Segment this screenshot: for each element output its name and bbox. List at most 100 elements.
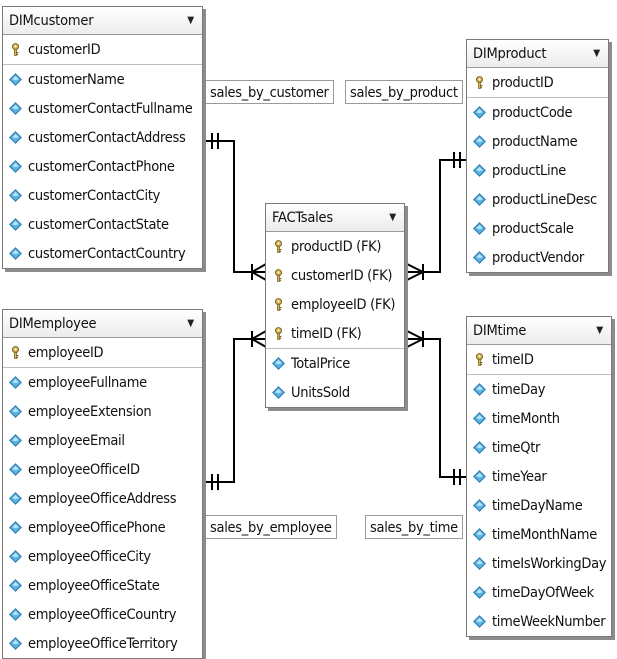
field-row-employeeofficeterritory[interactable]: employeeOfficeTerritory xyxy=(3,629,202,658)
field-row-employeeofficeid[interactable]: employeeOfficeID xyxy=(3,455,202,484)
key-icon xyxy=(272,327,285,340)
field-row-timeisworkingday[interactable]: timeIsWorkingDay xyxy=(467,549,611,578)
field-row-productid[interactable]: productID xyxy=(467,68,608,97)
field-row-productlinedesc[interactable]: productLineDesc xyxy=(467,185,608,214)
field-row-productname[interactable]: productName xyxy=(467,127,608,156)
column-diamond-icon xyxy=(9,131,22,144)
column-diamond-icon xyxy=(473,106,486,119)
field-name: timeDayOfWeek xyxy=(492,584,594,601)
field-row-employeeid[interactable]: employeeID xyxy=(3,338,202,367)
field-name: employeeID xyxy=(28,344,104,361)
field-row-customerid[interactable]: customerID xyxy=(3,35,202,64)
field-row-timeday[interactable]: timeDay xyxy=(467,374,611,404)
field-row-customercontactfullname[interactable]: customerContactFullname xyxy=(3,94,202,123)
table-header[interactable]: FACTsales▼ xyxy=(266,204,404,232)
field-name: productName xyxy=(492,133,578,150)
field-row-timeweeknumber[interactable]: timeWeekNumber xyxy=(467,607,611,636)
field-name: employeeOfficeCountry xyxy=(28,606,177,623)
table-header[interactable]: DIMemployee ▼ xyxy=(3,310,202,338)
field-row-customercontactaddress[interactable]: customerContactAddress xyxy=(3,123,202,152)
field-row-productscale[interactable]: productScale xyxy=(467,214,608,243)
table-header[interactable]: DIMcustomer▼ xyxy=(3,7,202,35)
field-row-employeeofficeaddress[interactable]: employeeOfficeAddress xyxy=(3,484,202,513)
field-name: employeeOfficeState xyxy=(28,577,160,594)
field-row-productid-fk[interactable]: productID (FK) xyxy=(266,232,404,261)
table-header[interactable]: DIMproduct▼ xyxy=(467,40,608,68)
chevron-down-icon[interactable]: ▼ xyxy=(389,212,396,223)
relationship-label-sales-by-product[interactable]: sales_by_product xyxy=(345,80,463,104)
column-diamond-icon xyxy=(473,528,486,541)
field-row-employeeofficestate[interactable]: employeeOfficeState xyxy=(3,571,202,600)
field-row-employeefullname[interactable]: employeeFullname xyxy=(3,367,202,397)
column-diamond-icon xyxy=(473,193,486,206)
table-title: DIMemployee xyxy=(9,315,97,332)
field-row-customercontactstate[interactable]: customerContactState xyxy=(3,210,202,239)
column-diamond-icon xyxy=(9,189,22,202)
chevron-down-icon[interactable]: ▼ xyxy=(596,325,603,336)
table-header[interactable]: DIMtime▼ xyxy=(467,317,611,345)
field-name: timeQtr xyxy=(492,439,541,456)
field-row-employeeofficecity[interactable]: employeeOfficeCity xyxy=(3,542,202,571)
chevron-down-icon[interactable]: ▼ xyxy=(593,48,600,59)
field-name: TotalPrice xyxy=(291,355,351,372)
field-name: productID (FK) xyxy=(291,238,382,255)
field-row-employeeemail[interactable]: employeeEmail xyxy=(3,426,202,455)
field-name: customerContactPhone xyxy=(28,158,175,175)
column-diamond-icon xyxy=(9,434,22,447)
field-row-customerid-fk[interactable]: customerID (FK) xyxy=(266,261,404,290)
column-diamond-icon xyxy=(9,218,22,231)
field-row-employeeid-fk[interactable]: employeeID (FK) xyxy=(266,290,404,319)
relationship-line-customer xyxy=(203,133,267,281)
table-dimemployee[interactable]: DIMemployee ▼ employeeID employeeFullname em… xyxy=(2,309,203,659)
key-icon xyxy=(473,353,486,366)
field-row-productvendor[interactable]: productVendor xyxy=(467,243,608,272)
field-row-totalprice[interactable]: TotalPrice xyxy=(266,348,404,378)
field-row-timeyear[interactable]: timeYear xyxy=(467,462,611,491)
field-name: employeeOfficeID xyxy=(28,461,140,478)
field-row-timemonth[interactable]: timeMonth xyxy=(467,404,611,433)
chevron-down-icon[interactable]: ▼ xyxy=(187,318,194,329)
field-row-timedayname[interactable]: timeDayName xyxy=(467,491,611,520)
field-row-productline[interactable]: productLine xyxy=(467,156,608,185)
column-diamond-icon xyxy=(9,405,22,418)
field-row-timedayofweek[interactable]: timeDayOfWeek xyxy=(467,578,611,607)
field-name: timeMonth xyxy=(492,410,560,427)
field-name: customerContactCountry xyxy=(28,245,186,262)
field-name: employeeOfficeAddress xyxy=(28,490,177,507)
field-row-customercontactcountry[interactable]: customerContactCountry xyxy=(3,239,202,268)
field-row-productcode[interactable]: productCode xyxy=(467,97,608,127)
field-row-customername[interactable]: customerName xyxy=(3,64,202,94)
relationship-label-sales-by-time[interactable]: sales_by_time xyxy=(365,515,463,539)
key-icon xyxy=(473,76,486,89)
field-row-employeeofficephone[interactable]: employeeOfficePhone xyxy=(3,513,202,542)
column-diamond-icon xyxy=(9,579,22,592)
relationship-line-time xyxy=(405,330,466,485)
field-row-unitssold[interactable]: UnitsSold xyxy=(266,378,404,407)
field-name: timeIsWorkingDay xyxy=(492,555,607,572)
table-dimcustomer[interactable]: DIMcustomer▼ customerID customerName custom… xyxy=(2,6,203,269)
field-name: customerName xyxy=(28,71,125,88)
field-name: timeYear xyxy=(492,468,547,485)
column-diamond-icon xyxy=(9,492,22,505)
field-row-timeqtr[interactable]: timeQtr xyxy=(467,433,611,462)
field-row-employeeextension[interactable]: employeeExtension xyxy=(3,397,202,426)
field-name: employeeFullname xyxy=(28,374,147,391)
column-diamond-icon xyxy=(9,637,22,650)
field-row-timeid[interactable]: timeID xyxy=(467,345,611,374)
field-name: employeeID (FK) xyxy=(291,296,396,313)
relationship-label-sales-by-customer[interactable]: sales_by_customer xyxy=(205,80,334,104)
key-icon xyxy=(9,346,22,359)
chevron-down-icon[interactable]: ▼ xyxy=(187,15,194,26)
field-row-customercontactphone[interactable]: customerContactPhone xyxy=(3,152,202,181)
column-diamond-icon xyxy=(473,470,486,483)
relationship-label-sales-by-employee[interactable]: sales_by_employee xyxy=(205,515,337,539)
table-factsales[interactable]: FACTsales▼ productID (FK) customerID (FK) e… xyxy=(265,203,405,408)
field-name: customerID xyxy=(28,41,101,58)
field-row-timemonthname[interactable]: timeMonthName xyxy=(467,520,611,549)
field-row-timeid-fk[interactable]: timeID (FK) xyxy=(266,319,404,348)
field-row-employeeofficecountry[interactable]: employeeOfficeCountry xyxy=(3,600,202,629)
field-name: timeWeekNumber xyxy=(492,613,606,630)
field-row-customercontactcity[interactable]: customerContactCity xyxy=(3,181,202,210)
